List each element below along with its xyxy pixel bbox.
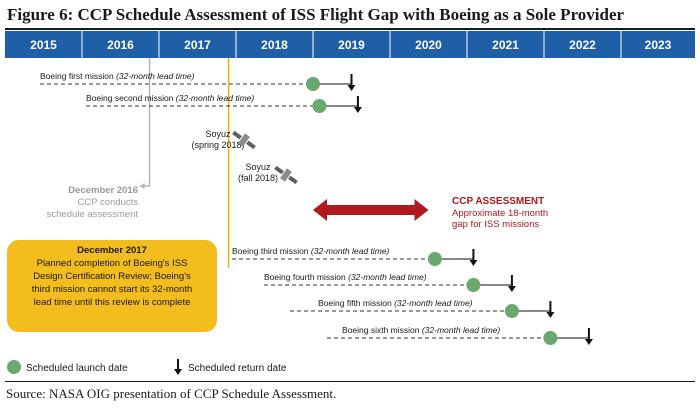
soyuz-spacecraft-icon <box>232 130 256 150</box>
ccp-schedule-assessment-text: schedule assessment <box>47 209 139 220</box>
year-label-2018: 2018 <box>261 38 288 52</box>
soyuz-solar-panel <box>246 140 256 150</box>
soyuz-solar-panel <box>232 130 242 140</box>
return-marker <box>347 85 356 91</box>
year-header-bar <box>5 31 695 58</box>
launch-marker <box>504 304 519 318</box>
timeline-chart: 2015 2016 2017 2018 2019 2020 2021 2022 2023 Dec… <box>5 31 695 375</box>
year-label-2023: 2023 <box>645 38 672 52</box>
legend-return-label: Scheduled return date <box>188 363 287 374</box>
soyuz-spacecraft-icon <box>274 165 298 185</box>
ccp-schedule-assessment-text: December 2016 <box>68 185 138 196</box>
assessment-text: Approximate 18-month <box>452 208 548 219</box>
dec-2016-guide-arrowhead <box>139 183 145 189</box>
mission-label: Boeing third mission (32-month lead time… <box>232 246 389 256</box>
year-label-2017: 2017 <box>184 38 211 52</box>
soyuz-body <box>238 133 250 147</box>
title-rule <box>5 28 695 30</box>
soyuz-date-label: (spring 2018) <box>191 140 244 150</box>
soyuz-solar-panel <box>288 175 298 185</box>
mission-label: Boeing second mission (32-month lead tim… <box>86 93 254 103</box>
mission-label: Boeing fourth mission (32-month lead tim… <box>264 272 427 282</box>
launch-marker <box>312 99 327 113</box>
return-marker <box>584 339 593 345</box>
launch-marker <box>427 252 442 266</box>
year-label-2019: 2019 <box>338 38 365 52</box>
return-marker <box>507 286 516 292</box>
mission-label: Boeing first mission (32-month lead time… <box>40 71 195 81</box>
source-note: Source: NASA OIG presentation of CCP Sch… <box>6 386 337 401</box>
assessment-heading: CCP ASSESSMENT <box>452 196 544 207</box>
certification-review-callout <box>7 240 217 332</box>
certification-review-text: third mission cannot start its 32-month <box>32 284 193 295</box>
figure-title: Figure 6: CCP Schedule Assessment of ISS… <box>7 5 625 24</box>
soyuz-solar-panel <box>274 165 284 175</box>
launch-marker <box>543 331 558 345</box>
soyuz-label: Soyuz <box>245 162 271 172</box>
year-label-2015: 2015 <box>30 38 57 52</box>
launch-marker <box>306 77 320 91</box>
year-label-2016: 2016 <box>107 38 134 52</box>
legend-return-marker <box>174 369 182 375</box>
ccp-schedule-assessment-text: CCP conducts <box>77 197 138 208</box>
certification-review-text: Design Certification Review; Boeing's <box>33 271 191 282</box>
year-label-2022: 2022 <box>569 38 596 52</box>
source-rule <box>5 381 695 382</box>
year-label-2020: 2020 <box>415 38 442 52</box>
certification-review-heading: December 2017 <box>77 245 147 256</box>
certification-review-text: Planned completion of Boeing's ISS <box>37 258 188 269</box>
legend-launch-marker <box>7 360 21 374</box>
soyuz-body <box>280 168 292 182</box>
assessment-gap-arrow <box>313 199 429 221</box>
soyuz-label: Soyuz <box>205 129 231 139</box>
assessment-text: gap for ISS missions <box>452 219 539 230</box>
certification-review-text: lead time until this review is complete <box>34 297 191 308</box>
soyuz-date-label: (fall 2018) <box>238 173 278 183</box>
return-marker <box>469 260 478 266</box>
return-marker <box>546 312 555 318</box>
launch-marker <box>466 278 481 292</box>
legend-launch-label: Scheduled launch date <box>26 363 128 374</box>
return-marker <box>353 107 362 113</box>
mission-label: Boeing fifth mission (32-month lead time… <box>318 298 473 308</box>
mission-label: Boeing sixth mission (32-month lead time… <box>342 325 500 335</box>
year-label-2021: 2021 <box>492 38 519 52</box>
